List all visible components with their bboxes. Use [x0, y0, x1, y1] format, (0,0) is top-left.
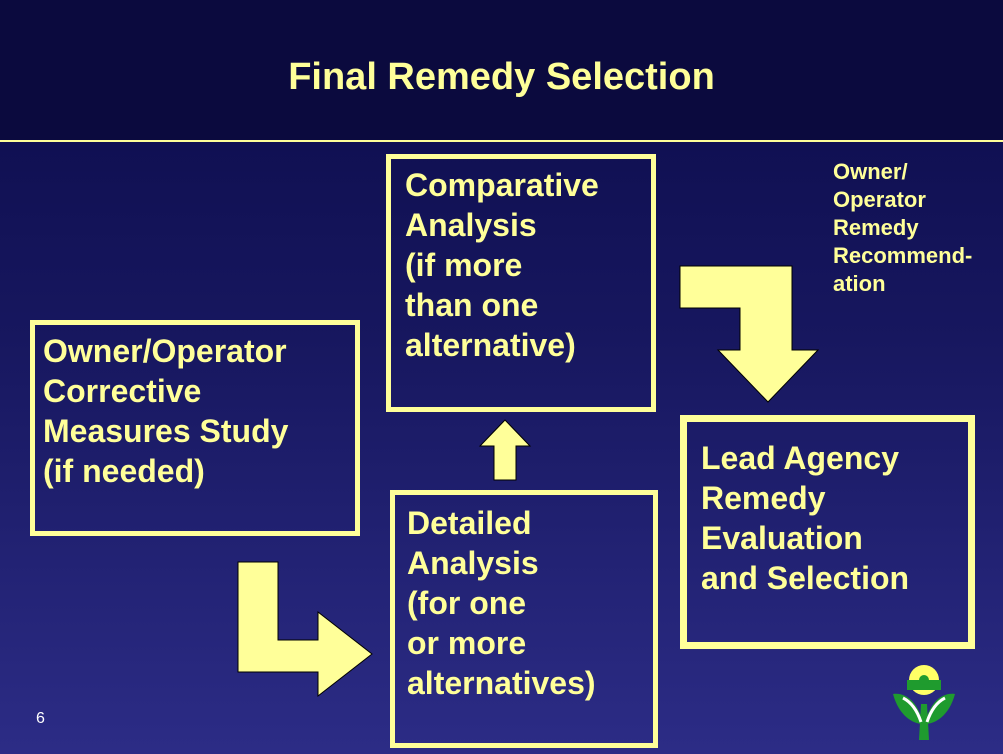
slide-title: Final Remedy Selection	[288, 56, 715, 98]
title-bar: Final Remedy Selection	[0, 0, 1003, 142]
detailed-analysis-box: Detailed Analysis (for one or more alter…	[390, 490, 658, 748]
owner-operator-study-box: Owner/Operator Corrective Measures Study…	[30, 320, 360, 536]
arrow-detailed-to-comparative	[478, 419, 532, 481]
epa-logo-icon	[893, 665, 955, 740]
page-number: 6	[36, 710, 45, 727]
lead-agency-box: Lead Agency Remedy Evaluation and Select…	[680, 415, 975, 649]
arrow-comparative-to-lead	[679, 265, 820, 403]
remedy-recommendation-label: Owner/ Operator Remedy Recommend- ation	[833, 159, 973, 296]
comparative-analysis-box: Comparative Analysis (if more than one a…	[386, 154, 656, 412]
arrow-study-to-detailed	[237, 561, 373, 698]
